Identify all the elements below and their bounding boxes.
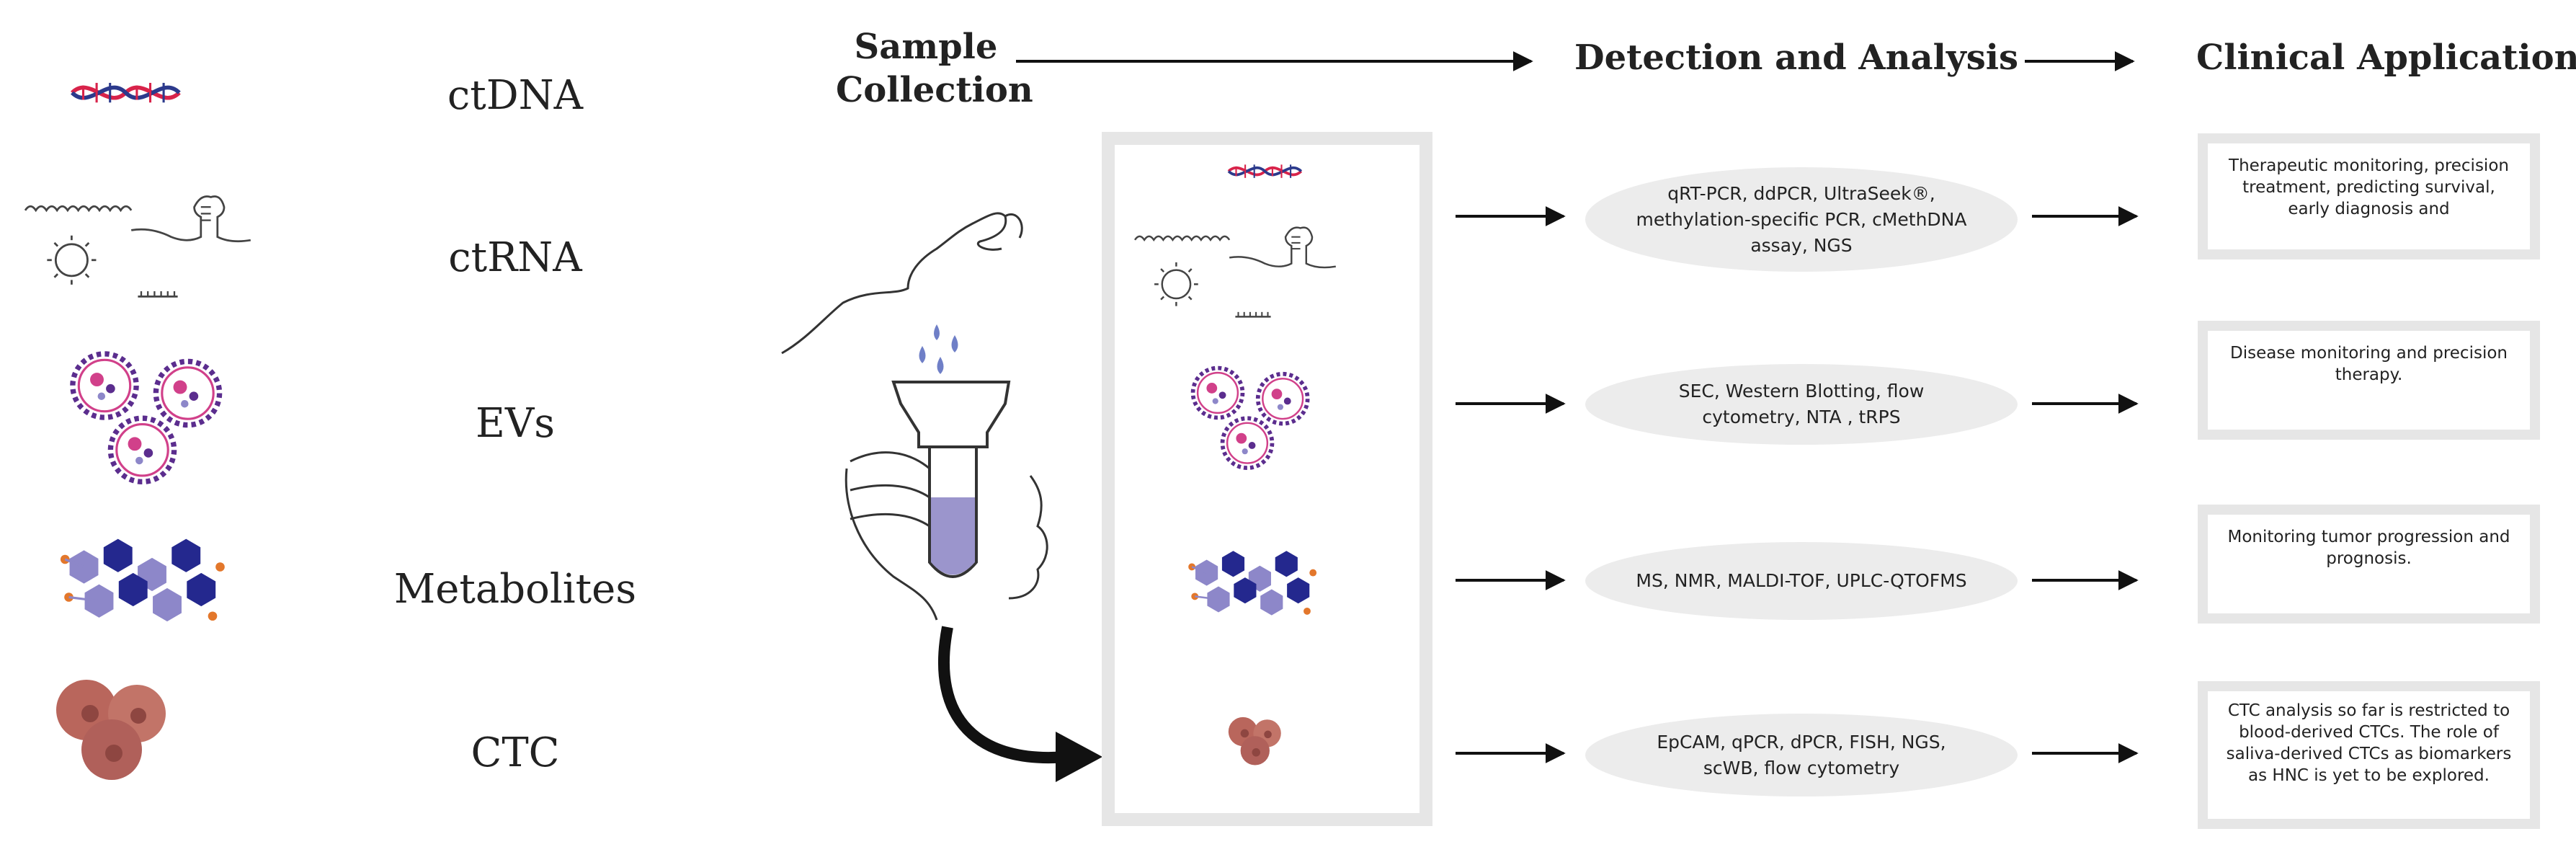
header-detection-analysis: Detection and Analysis [1574, 37, 2019, 78]
curved-arrow-head [1056, 732, 1102, 782]
application-box-4: CTC analysis so far is restricted to blo… [2198, 681, 2540, 829]
application-text: CTC analysis so far is restricted to blo… [2226, 701, 2512, 785]
method-ellipse-ctdna-ctrna: qRT-PCR, ddPCR, UltraSeek®, methylation-… [1585, 167, 2018, 272]
metabolites-icon [61, 539, 225, 621]
collection-tube-icon [850, 381, 1011, 578]
header-clinical-applications: Clinical Applications [2196, 37, 2576, 78]
application-box-2: Disease monitoring and precision therapy… [2198, 321, 2540, 440]
ctc-icon [56, 680, 166, 780]
application-box-1: Therapeutic monitoring, precision treatm… [2198, 133, 2540, 259]
dna-icon [72, 83, 179, 102]
header-sample-collection: Sample Collection [836, 27, 1033, 110]
application-text: Monitoring tumor progression and prognos… [2227, 528, 2510, 568]
rna-icon [24, 195, 252, 298]
application-text: Disease monitoring and precision therapy… [2230, 344, 2508, 384]
biomarker-ctc-label: CTC [471, 729, 560, 776]
saliva-collection-icon [781, 212, 1048, 621]
saliva-drops-icon [919, 324, 958, 374]
biomarker-evs-label: EVs [475, 400, 556, 447]
method-ellipse-evs: SEC, Western Blotting, flow cytometry, N… [1585, 364, 2018, 445]
curved-arrow [938, 626, 1067, 763]
method-text: SEC, Western Blotting, flow cytometry, N… [1678, 381, 1925, 427]
ev-icon [73, 354, 220, 482]
biomarker-ctrna-label: ctRNA [448, 234, 582, 281]
method-text: qRT-PCR, ddPCR, UltraSeek®, methylation-… [1636, 182, 1967, 256]
method-text: MS, NMR, MALDI-TOF, UPLC-QTOFMS [1636, 570, 1967, 591]
biomarker-metabolites-label: Metabolites [393, 566, 637, 613]
method-text: EpCAM, qPCR, dPCR, FISH, NGS, scWB, flow… [1657, 731, 1946, 778]
application-box-3: Monitoring tumor progression and prognos… [2198, 505, 2540, 624]
method-ellipse-metabolites: MS, NMR, MALDI-TOF, UPLC-QTOFMS [1585, 542, 2018, 620]
sample-panel [1102, 132, 1432, 826]
biomarker-ctdna-label: ctDNA [447, 72, 584, 119]
application-text: Therapeutic monitoring, precision treatm… [2229, 156, 2509, 218]
method-ellipse-ctc: EpCAM, qPCR, dPCR, FISH, NGS, scWB, flow… [1585, 714, 2018, 796]
